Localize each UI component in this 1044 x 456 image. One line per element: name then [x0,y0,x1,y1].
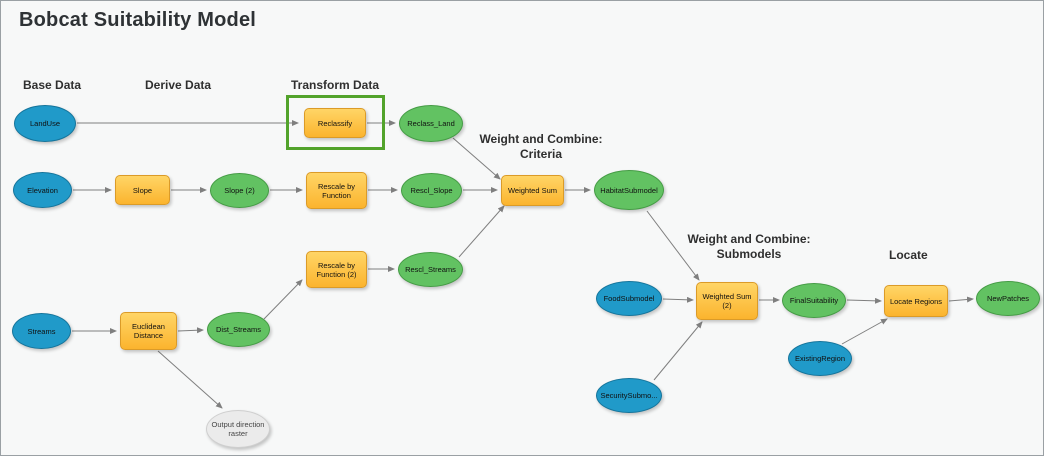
node-label: Dist_Streams [215,325,261,334]
node-foodsubmodel[interactable]: FoodSubmodel [596,281,662,316]
header-weight-combine-submodels: Weight and Combine: Submodels [681,232,817,262]
node-slope-2[interactable]: Slope (2) [210,173,269,208]
node-existingregion[interactable]: ExistingRegion [788,341,852,376]
node-label: Rescale by Function [317,181,356,200]
node-label: Rescl_Streams [405,265,456,274]
node-label: NewPatches [986,294,1030,303]
node-weighted-sum-2[interactable]: Weighted Sum (2) [696,282,758,320]
node-dist-streams[interactable]: Dist_Streams [207,312,270,347]
node-label: Output direction raster [211,420,265,438]
connector-diststreams-rescale2 [263,279,303,320]
node-label: FinalSuitability [789,296,839,305]
model-title: Bobcat Suitability Model [19,9,257,31]
node-label: Euclidean Distance [132,322,165,340]
node-locate-regions[interactable]: Locate Regions [884,285,948,317]
header-line: Weight and Combine: [687,232,811,246]
connector-euclidean-diststreams [177,327,204,334]
node-label: FoodSubmodel [603,294,655,303]
node-landuse[interactable]: LandUse [14,105,76,142]
connector-security-weightedsum2 [653,321,703,381]
connector-resclstreams-weightedsum [458,205,505,258]
node-label: SecuritySubmo... [600,391,658,400]
node-rescl-slope[interactable]: Rescl_Slope [401,173,462,208]
node-label: Weighted Sum [507,186,558,195]
node-label: Locate Regions [889,296,943,306]
node-label: ExistingRegion [794,354,846,363]
node-securitysubmodel[interactable]: SecuritySubmo... [596,378,662,413]
header-locate: Locate [889,248,928,262]
node-rescl-streams[interactable]: Rescl_Streams [398,252,463,287]
node-reclass-land[interactable]: Reclass_Land [399,105,463,142]
node-rescale-by-function[interactable]: Rescale by Function [306,172,367,209]
connector-finalsuitability-locateregions [846,297,882,304]
header-base-data: Base Data [23,78,82,92]
node-label: Weighted Sum (2) [702,292,752,310]
connector-foodsubmodel-weightedsum2 [662,296,694,303]
node-label: Slope [132,185,153,195]
node-reclassify[interactable]: Reclassify [304,108,366,138]
node-label: Rescale by Function (2) [316,260,357,279]
node-label: Streams [27,326,56,336]
node-label: HabitatSubmodel [600,185,658,195]
node-label: Reclassify [317,118,353,128]
node-newpatches[interactable]: NewPatches [976,281,1040,316]
header-weight-combine-criteria: Weight and Combine: Criteria [473,132,609,162]
node-output-direction-raster[interactable]: Output direction raster [206,410,270,448]
node-habitatsubmodel[interactable]: HabitatSubmodel [594,170,664,210]
header-line: Submodels [716,247,782,261]
node-label: Reclass_Land [407,119,455,128]
node-finalsuitability[interactable]: FinalSuitability [782,283,846,318]
node-slope[interactable]: Slope [115,175,170,205]
connector-existingregion-locateregions [841,318,888,345]
header-line: Criteria [519,147,563,161]
connector-locateregions-newpatches [948,296,974,303]
header-line: Weight and Combine: [479,132,603,146]
node-label: Elevation [27,185,58,195]
node-label: Rescl_Slope [410,186,453,195]
node-euclidean-distance[interactable]: Euclidean Distance [120,312,177,350]
header-derive-data: Derive Data [145,78,212,92]
node-elevation[interactable]: Elevation [13,172,72,208]
node-streams[interactable]: Streams [12,313,71,349]
node-weighted-sum[interactable]: Weighted Sum [501,175,564,206]
header-transform-data: Transform Data [291,78,380,92]
node-label: LandUse [29,119,61,128]
connector-euclidean-outputraster [157,350,223,409]
node-rescale-by-function-2[interactable]: Rescale by Function (2) [306,251,367,288]
node-label: Slope (2) [224,186,255,195]
